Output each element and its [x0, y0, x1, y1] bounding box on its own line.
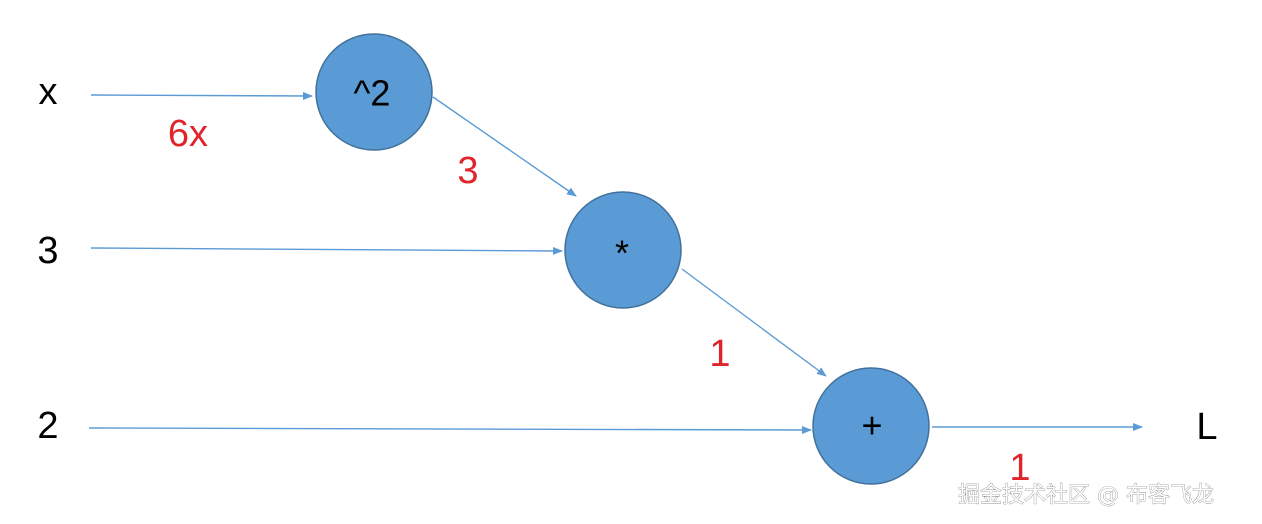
edge-square-to-multiply	[432, 96, 577, 197]
gradient-multiply-out-label: 1	[709, 333, 730, 375]
input-x-label: x	[39, 71, 58, 113]
node-add: +	[812, 367, 930, 485]
watermark-text: 掘金技术社区 @ 布客飞龙	[958, 483, 1214, 508]
edge-3-to-multiply	[90, 246, 563, 255]
node-add-circle	[812, 367, 930, 485]
node-square-circle	[315, 33, 433, 151]
edge-2-to-add	[88, 425, 812, 434]
node-square: ^2	[315, 33, 433, 151]
node-multiply-circle	[564, 191, 682, 309]
gradient-add-out-label: 1	[1009, 447, 1030, 489]
edge-multiply-to-add	[681, 268, 827, 377]
node-multiply-label: *	[615, 233, 629, 274]
gradient-x-label: 6x	[168, 113, 208, 155]
node-square-label: ^2	[354, 73, 391, 114]
input-3-label: 3	[37, 230, 58, 272]
output-L-label: L	[1196, 406, 1217, 448]
input-2-label: 2	[37, 405, 58, 447]
gradient-square-out-label: 3	[457, 150, 478, 192]
edge-x-to-square	[90, 91, 313, 100]
node-multiply: *	[564, 191, 682, 309]
node-add-label: +	[861, 405, 882, 446]
